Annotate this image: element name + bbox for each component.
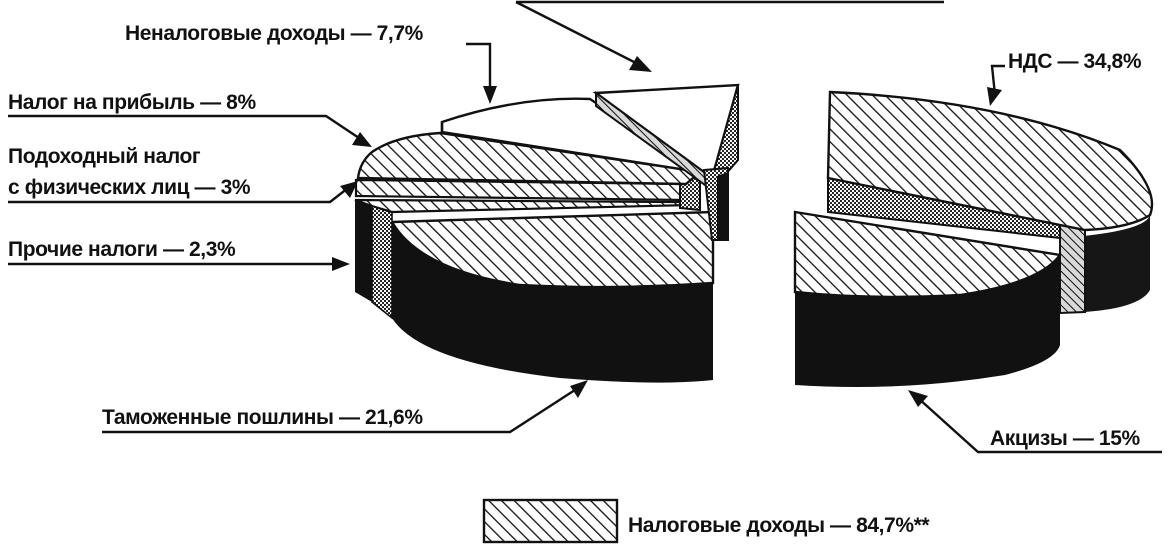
legend: Налоговые доходы — 84,7%**	[482, 498, 931, 544]
label-podoh-line2: с физических лиц — 3%	[8, 176, 251, 199]
label-podoh-line1: Подоходный налог	[8, 145, 201, 168]
label-prochie: Прочие налоги — 2,3%	[8, 238, 236, 261]
slice-nenalog	[440, 97, 701, 174]
slice-nenalog-top-wedge	[592, 83, 740, 241]
label-nenalog: Неналоговые доходы — 7,7%	[125, 22, 424, 45]
slice-prochie	[354, 198, 693, 320]
legend-label: Налоговые доходы — 84,7%**	[628, 514, 930, 537]
label-nds: НДС — 34,8%	[1008, 50, 1142, 73]
slice-nds	[826, 90, 1154, 315]
callout-arrows	[8, 0, 1162, 454]
slice-akcizy	[793, 210, 1063, 388]
legend-swatch	[482, 498, 619, 544]
label-pribyl: Налог на прибыль — 8%	[8, 91, 256, 114]
label-akcizy: Акцизы — 15%	[990, 427, 1140, 450]
slice-tamozh	[389, 210, 715, 383]
label-tamozh: Таможенные пошлины — 21,6%	[102, 406, 423, 429]
